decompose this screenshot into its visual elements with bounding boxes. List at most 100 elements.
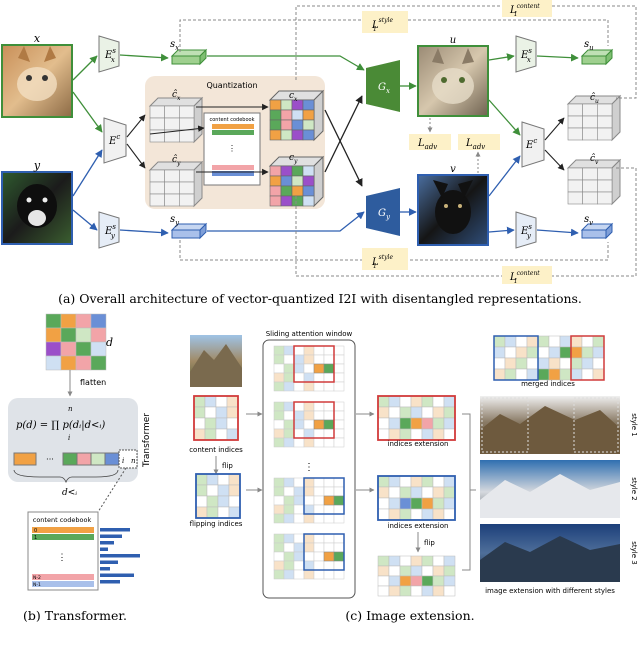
window-cell	[313, 513, 325, 524]
window-pred	[323, 363, 335, 374]
grid-cell	[443, 555, 456, 567]
grid-cell	[45, 313, 62, 329]
arrow-y-to-content-enc	[72, 149, 103, 197]
content-encoder-right	[521, 121, 545, 168]
quantization-title: Quantization	[206, 81, 257, 90]
grid-cell	[377, 575, 390, 587]
window-cell	[283, 410, 295, 421]
index-grid-d	[45, 313, 107, 371]
style-code-y-label: sy	[170, 214, 180, 227]
prod-bot: i	[68, 434, 70, 442]
grid-cell	[548, 357, 561, 370]
grid-cell	[548, 346, 561, 359]
window-cell	[323, 401, 335, 412]
window-cell	[293, 486, 305, 497]
window-cell	[303, 354, 315, 365]
merged-right-frame	[570, 335, 605, 381]
grid-cell	[581, 335, 594, 348]
grid-cell	[377, 565, 390, 577]
grid-cell	[410, 417, 423, 430]
grid-cell	[399, 585, 412, 597]
window-frame	[293, 345, 335, 383]
grid-cell	[570, 335, 583, 348]
grid-cell	[206, 484, 219, 497]
window-cell	[273, 542, 285, 553]
transformer-box	[8, 398, 138, 482]
grid-cell	[410, 406, 423, 419]
cube-cell	[269, 195, 282, 207]
caption-b: (b) Transformer.	[23, 608, 127, 623]
cb-b-0: 0	[34, 528, 37, 534]
window-cell	[313, 560, 325, 571]
style-2-image	[480, 460, 620, 518]
window-frame	[303, 477, 345, 515]
window-cell	[333, 345, 345, 356]
grid-cell	[399, 417, 412, 430]
window-cell	[293, 569, 305, 580]
style-code-x	[170, 48, 208, 66]
window-cell	[313, 486, 325, 497]
cube-cell	[149, 117, 165, 131]
grid-cell	[421, 497, 434, 510]
cube-cell	[149, 129, 165, 143]
cube-cell	[291, 165, 304, 177]
grid-cell	[504, 335, 517, 348]
grid-cell	[432, 406, 445, 419]
grid-cell	[581, 368, 594, 381]
grid-border	[195, 473, 241, 519]
window-cell	[313, 533, 325, 544]
arrow-sy-to-gy	[207, 211, 365, 232]
cb-b-ellipsis: ⋮	[58, 553, 67, 563]
grid-cell	[45, 341, 62, 357]
window-cell	[303, 477, 315, 488]
style-loss-bot-path	[179, 240, 609, 261]
caption-a: (a) Overall architecture of vector-quant…	[58, 291, 582, 306]
prob-bar	[100, 534, 122, 538]
window-cell	[323, 345, 335, 356]
window-cell	[313, 381, 325, 392]
window-cell	[283, 533, 295, 544]
prob-bar	[100, 541, 114, 545]
style-1-label: style 1	[630, 413, 638, 436]
window-pred	[323, 551, 335, 562]
grid-cell	[537, 346, 550, 359]
grid-cell	[515, 368, 528, 381]
content-indices-grid	[193, 395, 239, 441]
cube-cell	[149, 181, 165, 195]
grid-cell	[388, 417, 401, 430]
arrow-x-to-style-enc	[72, 55, 98, 81]
window-pred	[323, 495, 335, 506]
window-cell	[323, 569, 335, 580]
loss-adv-1-box	[409, 134, 451, 150]
style-encoder-v	[515, 211, 537, 249]
style-1-image	[480, 396, 620, 454]
generator-y	[366, 188, 400, 236]
window-cell	[303, 437, 315, 448]
cube-cell	[280, 119, 293, 131]
grid-cell	[45, 327, 62, 343]
cube-cell	[567, 127, 583, 141]
window-cell	[273, 560, 285, 571]
window-step	[273, 345, 345, 392]
grid-cell	[410, 475, 423, 488]
window-cell	[323, 437, 335, 448]
grid-cell	[388, 428, 401, 441]
arrow-cy-to-gx	[324, 95, 363, 173]
caption-c: (c) Image extension.	[345, 608, 474, 623]
window-cell	[273, 477, 285, 488]
cube-cell	[582, 179, 598, 193]
arrow-content-enc-bot	[126, 143, 146, 169]
cube-cell	[179, 117, 195, 131]
grid-cell	[399, 486, 412, 499]
cube-cell	[149, 169, 165, 183]
window-cell	[283, 560, 295, 571]
grid-cell	[193, 417, 206, 430]
window-cell	[313, 401, 325, 412]
window-cell	[273, 437, 285, 448]
cube-cell	[280, 195, 293, 207]
grid-cell	[377, 417, 390, 430]
grid-cell	[559, 335, 572, 348]
window-cell	[313, 477, 325, 488]
